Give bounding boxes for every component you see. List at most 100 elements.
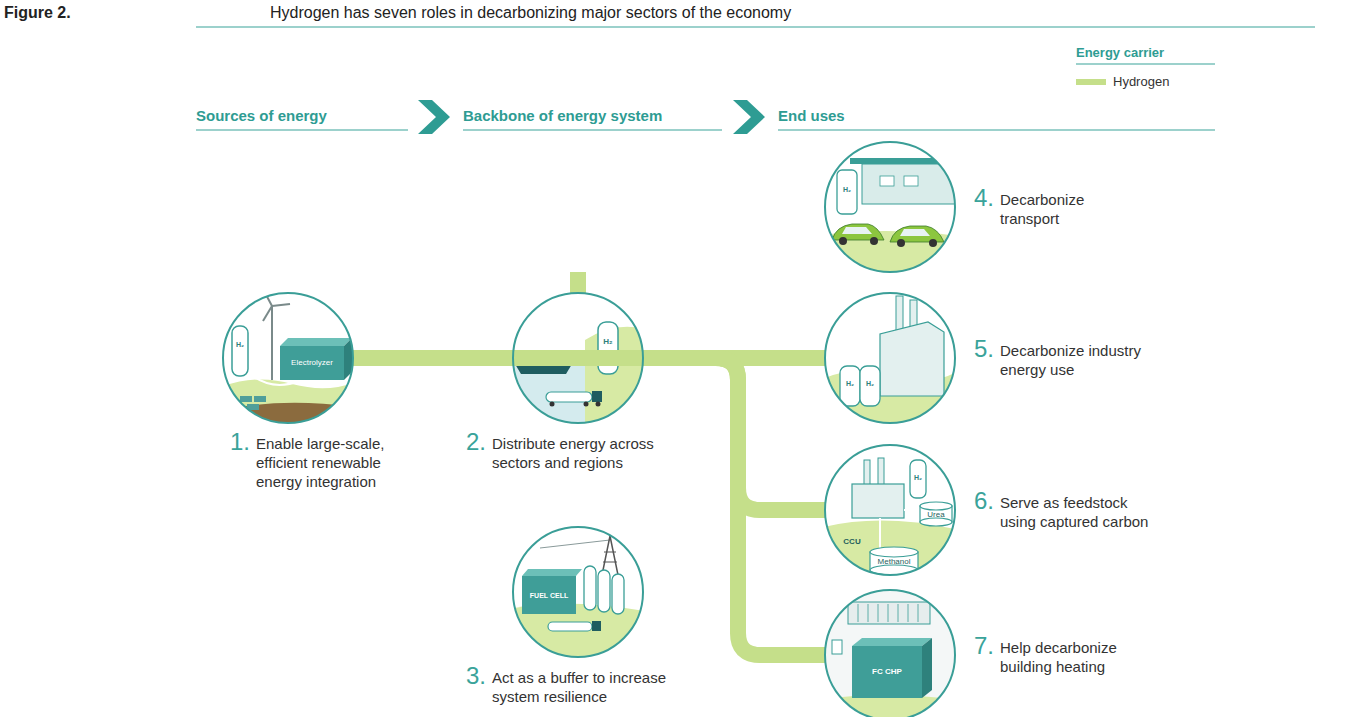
column-header: End uses — [778, 108, 845, 125]
chevron-arrow-part — [733, 100, 765, 134]
role-text: 7.Help decarbonize building heating — [974, 634, 1149, 677]
feedstock-scene-part — [820, 520, 960, 580]
heating-scene-part — [918, 604, 919, 622]
role-description: Enable large-scale, efficient renewable … — [256, 430, 415, 491]
feedstock-scene-part — [864, 460, 870, 486]
circle-frame — [824, 141, 956, 273]
feedstock-scene-part — [920, 502, 952, 510]
role-description: Help decarbonize building heating — [1000, 634, 1149, 677]
distribution-scene-part — [584, 402, 589, 407]
feedstock-scene-part — [904, 509, 921, 511]
buffer-scene-part — [603, 561, 617, 562]
role-number: 6. — [974, 489, 994, 513]
buffer-scene-part — [602, 536, 618, 575]
heating-scene-part — [858, 604, 859, 622]
distribution-scene-part — [505, 362, 592, 430]
renewable-scene-part — [240, 396, 252, 402]
column-header: Backbone of energy system — [463, 108, 662, 125]
circle-outline — [513, 293, 643, 423]
circle-outline — [824, 589, 956, 717]
heating-scene-part — [832, 640, 842, 654]
circle-outline — [825, 293, 955, 423]
header-rules-part — [463, 129, 722, 130]
hydrogen-pipeline — [353, 350, 513, 366]
transport-scene-part — [832, 224, 884, 240]
distribution-scene — [505, 292, 650, 430]
role-text: 4.Decarbonize transport — [974, 186, 1114, 229]
buffer-scene-part — [522, 569, 582, 576]
circle-outline — [824, 292, 956, 424]
role-node: 3.Act as a buffer to increase system res… — [512, 526, 696, 707]
role-description: Decarbonize transport — [1000, 186, 1114, 229]
transport-scene-part — [850, 158, 962, 164]
tank-label: H₂ — [236, 341, 244, 349]
circle-frame — [824, 292, 956, 424]
role-number: 1. — [230, 430, 250, 454]
circle-outline — [222, 292, 354, 424]
role-node: 4.Decarbonize transport — [824, 141, 1114, 273]
legend-title: Energy carrier — [1076, 46, 1164, 60]
heating-scene-part — [888, 604, 889, 622]
heating-scene-part — [922, 638, 932, 698]
transport-scene-part — [880, 176, 894, 186]
heating-scene-part — [868, 604, 869, 622]
circle-outline — [825, 445, 955, 575]
circle-frame — [222, 292, 354, 424]
renewable-scene-part — [263, 306, 272, 321]
role-text: 1.Enable large-scale, efficient renewabl… — [230, 430, 415, 491]
circle-frame — [512, 292, 644, 424]
circle-outline — [825, 590, 955, 717]
heating-scene-part — [852, 638, 932, 646]
transport-scene-part — [837, 170, 857, 214]
role-text: 3.Act as a buffer to increase system res… — [466, 664, 696, 707]
equipment-label: FUEL CELL — [530, 592, 568, 600]
distribution-scene-part — [598, 322, 618, 374]
product-label: Urea — [927, 511, 944, 520]
circle-outline — [825, 142, 955, 272]
product-label: Methanol — [878, 558, 911, 567]
industry-scene-part — [880, 322, 944, 396]
transport-scene-part — [900, 229, 930, 236]
heating-scene-part — [852, 646, 922, 698]
role-description: Act as a buffer to increase system resil… — [492, 664, 696, 707]
figure-title: Hydrogen has seven roles in decarbonizin… — [270, 4, 791, 22]
feedstock-scene-part — [879, 518, 881, 548]
circle-outline — [512, 292, 644, 424]
legend-swatch — [1076, 79, 1106, 85]
renewable-scene-part — [280, 338, 352, 346]
feedstock-scene-part — [910, 460, 926, 498]
circle-frame — [512, 526, 644, 658]
chevron-arrow-part — [418, 100, 450, 134]
distribution-scene-part — [546, 392, 592, 402]
role-node: 6.Serve as feedstock using captured carb… — [824, 444, 1164, 576]
feedstock-scene-part — [824, 444, 956, 576]
circle-outline — [824, 141, 956, 273]
legend-label: Hydrogen — [1113, 74, 1169, 89]
role-description: Distribute energy across sectors and reg… — [492, 430, 696, 473]
renewable-scene-part — [272, 304, 290, 306]
transport-scene-part — [862, 164, 962, 204]
figure-number: Figure 2. — [4, 4, 71, 22]
role-node: 7.Help decarbonize building heating — [824, 589, 1149, 717]
equipment-label: Electrolyzer — [291, 359, 333, 368]
role-node: 5.Decarbonize industry energy use — [824, 292, 1159, 424]
circle-outline — [512, 526, 644, 658]
distribution-scene-part — [592, 391, 602, 402]
header-rules-part — [778, 129, 1215, 130]
heating-scene — [820, 589, 960, 717]
buffer-scene-part — [612, 574, 624, 614]
buffer-scene-part — [592, 621, 601, 631]
role-node: 2.Distribute energy across sectors and r… — [512, 292, 696, 473]
circle-frame — [824, 589, 956, 717]
role-number: 4. — [974, 186, 994, 210]
feedstock-scene-part — [920, 518, 952, 526]
circle-outline — [223, 293, 353, 423]
feedstock-scene-part — [878, 458, 884, 486]
tank-label: H₂ — [843, 186, 851, 194]
transport-scene-part — [897, 239, 905, 247]
role-number: 2. — [466, 430, 486, 454]
industry-scene — [820, 292, 960, 430]
industry-scene-part — [860, 366, 880, 406]
role-text: 2.Distribute energy across sectors and r… — [466, 430, 696, 473]
